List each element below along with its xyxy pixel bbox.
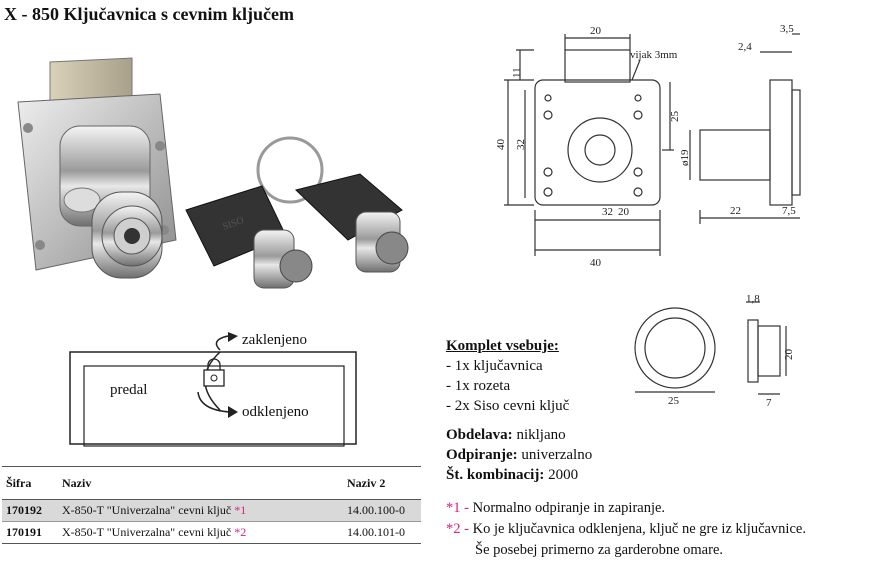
table-header: Šifra Naziv Naziv 2: [2, 466, 421, 500]
lock-direction-diagram: zaklenjeno predal odklenjeno: [69, 332, 357, 447]
footnote-2-cont: Še posebej primerno za garderobne omare.: [475, 542, 724, 558]
spec-opening: Odpiranje: univerzalno: [446, 447, 593, 463]
dim-top-height: 11: [511, 67, 523, 78]
col-header-name: Naziv: [58, 466, 343, 500]
spec-finish: Obdelava: nikljano: [446, 427, 566, 443]
screw-label: vijak 3mm: [630, 49, 678, 61]
dim-height-inner: 32: [515, 139, 527, 150]
dim-side-35: 3,5: [780, 23, 794, 35]
technical-drawing: 20 11 40 32 25 32 20 40 vijak 3mm 2,4 3,…: [495, 23, 801, 269]
kit-item: - 2x Siso cevni ključ: [446, 398, 570, 414]
dim-side-24: 2,4: [738, 41, 752, 53]
col-header-name2: Naziv 2: [343, 466, 421, 500]
rosette-drawing: 1,8 25 20 7: [634, 293, 795, 409]
dim-side-d19: ø19: [679, 149, 691, 166]
specifications: Obdelava: nikljano Odpiranje: univerzaln…: [446, 425, 592, 485]
product-photo: SISO: [17, 57, 409, 289]
table-row[interactable]: 170192 X-850-T "Univerzalna" cevni ključ…: [2, 499, 421, 522]
dim-width-total: 40: [590, 257, 602, 269]
dim-side-75: 7,5: [782, 205, 796, 217]
product-table: Šifra Naziv Naziv 2 170192 X-850-T "Univ…: [2, 466, 421, 544]
dim-height-total: 40: [495, 139, 507, 151]
dim-rosette-18: 1,8: [746, 293, 760, 305]
lock-body: [17, 57, 177, 279]
keys: SISO: [185, 136, 409, 289]
dim-rosette-7: 7: [766, 397, 772, 409]
table-row[interactable]: 170191 X-850-T "Univerzalna" cevni ključ…: [2, 521, 421, 544]
dim-bottom-20: 20: [618, 206, 630, 218]
unlocked-label: odklenjeno: [242, 404, 309, 420]
dim-right-25: 25: [669, 111, 681, 123]
dim-top-width: 20: [590, 25, 602, 37]
drawer-label: predal: [110, 382, 147, 398]
spec-combinations: Št. kombinacij: 2000: [446, 467, 579, 483]
col-header-code: Šifra: [2, 466, 58, 500]
locked-label: zaklenjeno: [242, 332, 307, 348]
kit-contents: Komplet vsebuje: - 1x ključavnica - 1x r…: [446, 336, 569, 416]
kit-item: - 1x ključavnica: [446, 358, 543, 374]
dim-rosette-25: 25: [668, 395, 680, 407]
dim-rosette-20: 20: [783, 349, 795, 361]
kit-heading: Komplet vsebuje:: [446, 338, 559, 354]
padlock-icon: [203, 358, 225, 387]
dim-side-22: 22: [730, 205, 741, 217]
kit-item: - 1x rozeta: [446, 378, 511, 394]
footnote-2: *2 - Ko je ključavnica odklenjena, ključ…: [446, 521, 806, 537]
footnote-1: *1 - Normalno odpiranje in zapiranje.: [446, 500, 666, 516]
dim-bottom-32: 32: [602, 206, 613, 218]
footnotes: *1 - Normalno odpiranje in zapiranje. *2…: [446, 498, 806, 561]
page-title: X - 850 Ključavnica s cevnim ključem: [4, 4, 294, 24]
